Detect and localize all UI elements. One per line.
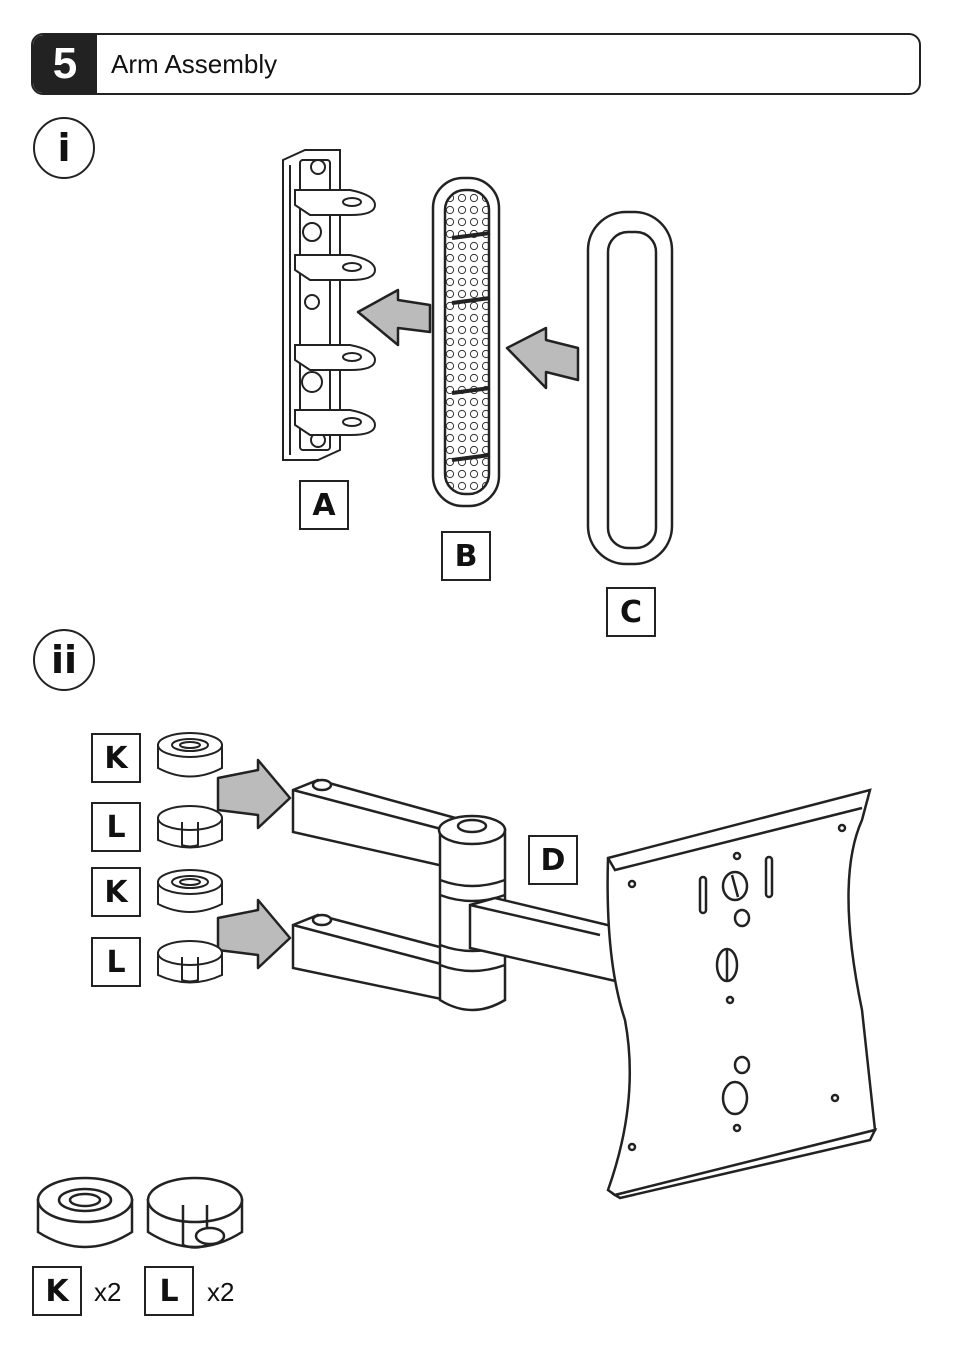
label-part-d: D [528,835,578,885]
cap-k-bottom [158,870,222,912]
label-part-b: B [441,531,491,581]
legend-qty-l: x2 [207,1277,234,1308]
label-part-k-top: K [91,733,141,783]
cap-l-bottom [158,941,222,983]
legend-qty-k: x2 [94,1277,121,1308]
cap-l-top [158,806,222,848]
label-part-c: C [606,587,656,637]
legend-cap-k [38,1178,132,1247]
part-c-frame [588,212,672,564]
part-a-bracket [283,150,375,460]
cap-k-top [158,733,222,777]
label-part-l-bottom: L [91,937,141,987]
legend-cap-l [148,1178,242,1248]
part-d-plate [608,790,875,1198]
label-part-a: A [299,480,349,530]
legend-label-k: K [32,1266,82,1316]
label-part-k-bottom: K [91,867,141,917]
label-part-l-top: L [91,802,141,852]
part-b-pad [433,178,499,506]
legend-label-l: L [144,1266,194,1316]
